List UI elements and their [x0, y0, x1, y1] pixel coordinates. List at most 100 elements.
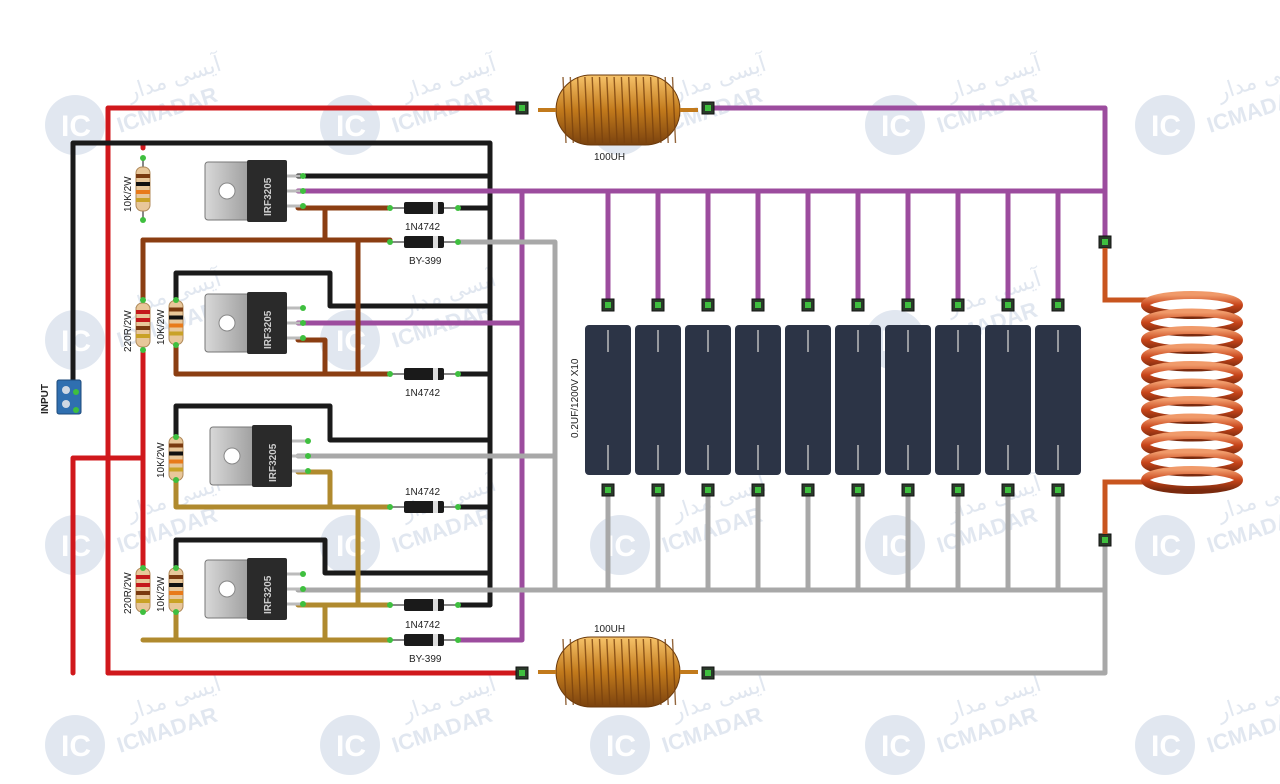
label-r-10k-2: 10K/2W [156, 309, 167, 345]
capacitor-body [1035, 325, 1081, 475]
label-input: INPUT [40, 384, 51, 414]
watermark-circle [1135, 95, 1195, 155]
diode-by399-1 [387, 236, 461, 248]
capacitor [985, 325, 1031, 475]
resistor-10k-1 [135, 155, 151, 223]
label-mosfet-4: IRF3205 [263, 575, 274, 614]
inductor-winding [606, 638, 611, 706]
diode-pin [455, 371, 461, 377]
pad-dot [705, 105, 711, 111]
mosfet-body [247, 558, 287, 620]
work-coil [1102, 248, 1243, 534]
resistor-band [136, 318, 150, 322]
pad-dot [955, 302, 961, 308]
resistor-body [135, 166, 151, 212]
wire-gate [173, 237, 361, 377]
zener-2 [387, 368, 461, 380]
resistor-band [169, 467, 183, 472]
inductor-winding [598, 76, 604, 144]
capacitor [735, 325, 781, 475]
labels: 100UH 100UH INPUT 10K/2W 220R/2W 10K/2W … [40, 152, 625, 665]
mosfet-body [247, 292, 287, 354]
inductor-winding [591, 76, 596, 144]
inductor-winding [657, 638, 662, 706]
mosfet-pin-end [305, 453, 311, 459]
watermark-ic: IC [606, 530, 636, 563]
resistor-body [168, 300, 184, 345]
resistor-220-1 [135, 297, 151, 353]
components [56, 74, 1243, 708]
pad-dot [905, 487, 911, 493]
watermark-circle [45, 715, 105, 775]
capacitor [585, 325, 631, 475]
pad-dot [1055, 487, 1061, 493]
pad-dot [755, 487, 761, 493]
watermark-ic: IC [61, 325, 91, 358]
inductor-winding [649, 638, 655, 706]
pad-dot [705, 302, 711, 308]
pad-dot [1055, 302, 1061, 308]
resistor-pin [173, 477, 179, 483]
inductor-winding [671, 76, 677, 144]
resistor-band [136, 334, 150, 338]
diode-pin [387, 205, 393, 211]
mosfet-pin-end [300, 305, 306, 311]
pad-dot [855, 302, 861, 308]
capacitor-body [835, 325, 881, 475]
coil-turn [1141, 466, 1243, 494]
wire-gate [173, 477, 393, 510]
resistor-band [169, 443, 183, 448]
resistor-band [136, 583, 150, 587]
mosfet-hole [218, 314, 236, 332]
terminal-screw [62, 386, 70, 394]
pad-dot [605, 302, 611, 308]
inductor-winding [664, 76, 669, 144]
resistor-band [169, 451, 183, 456]
inductor-winding [569, 76, 574, 144]
watermark-ic: IC [881, 730, 911, 763]
diode-pin [387, 371, 393, 377]
resistor-band [136, 591, 150, 595]
coil-lead-bottom [1102, 479, 1150, 534]
zener-1 [387, 202, 461, 214]
label-diode-2: BY-399 [409, 654, 442, 665]
resistor-band [136, 575, 150, 579]
capacitor-body [635, 325, 681, 475]
resistor-body [135, 302, 151, 348]
wire-coil [455, 188, 525, 643]
pad-dot [1102, 239, 1108, 245]
resistor-pin [140, 609, 146, 615]
diode-pin [455, 205, 461, 211]
pad-dot [705, 487, 711, 493]
inductor-top [538, 74, 698, 146]
resistor-pin [140, 347, 146, 353]
capacitor-body [785, 325, 831, 475]
wire-return [705, 537, 1108, 676]
inductor-winding [628, 638, 633, 706]
inductor-winding [642, 76, 647, 144]
mosfet-pin-end [300, 320, 306, 326]
label-mosfet-2: IRF3205 [263, 310, 274, 349]
resistor-band [136, 174, 150, 178]
pad-dot [655, 487, 661, 493]
resistor-band [136, 599, 150, 603]
capacitor-body [885, 325, 931, 475]
inductor-body [555, 636, 681, 708]
pad-dot [855, 487, 861, 493]
label-r-10k-4: 10K/2W [156, 576, 167, 612]
input-terminal [56, 379, 82, 415]
terminal-pin [73, 389, 79, 395]
pad-dot [605, 487, 611, 493]
resistor-pin [140, 217, 146, 223]
resistor-pin [140, 297, 146, 303]
inductor-winding [562, 638, 567, 706]
watermark-ic: IC [336, 110, 366, 143]
mosfet-pin-end [300, 173, 306, 179]
inductor-winding [664, 638, 669, 706]
pad-dot [905, 302, 911, 308]
label-inductor-top: 100UH [594, 152, 625, 163]
